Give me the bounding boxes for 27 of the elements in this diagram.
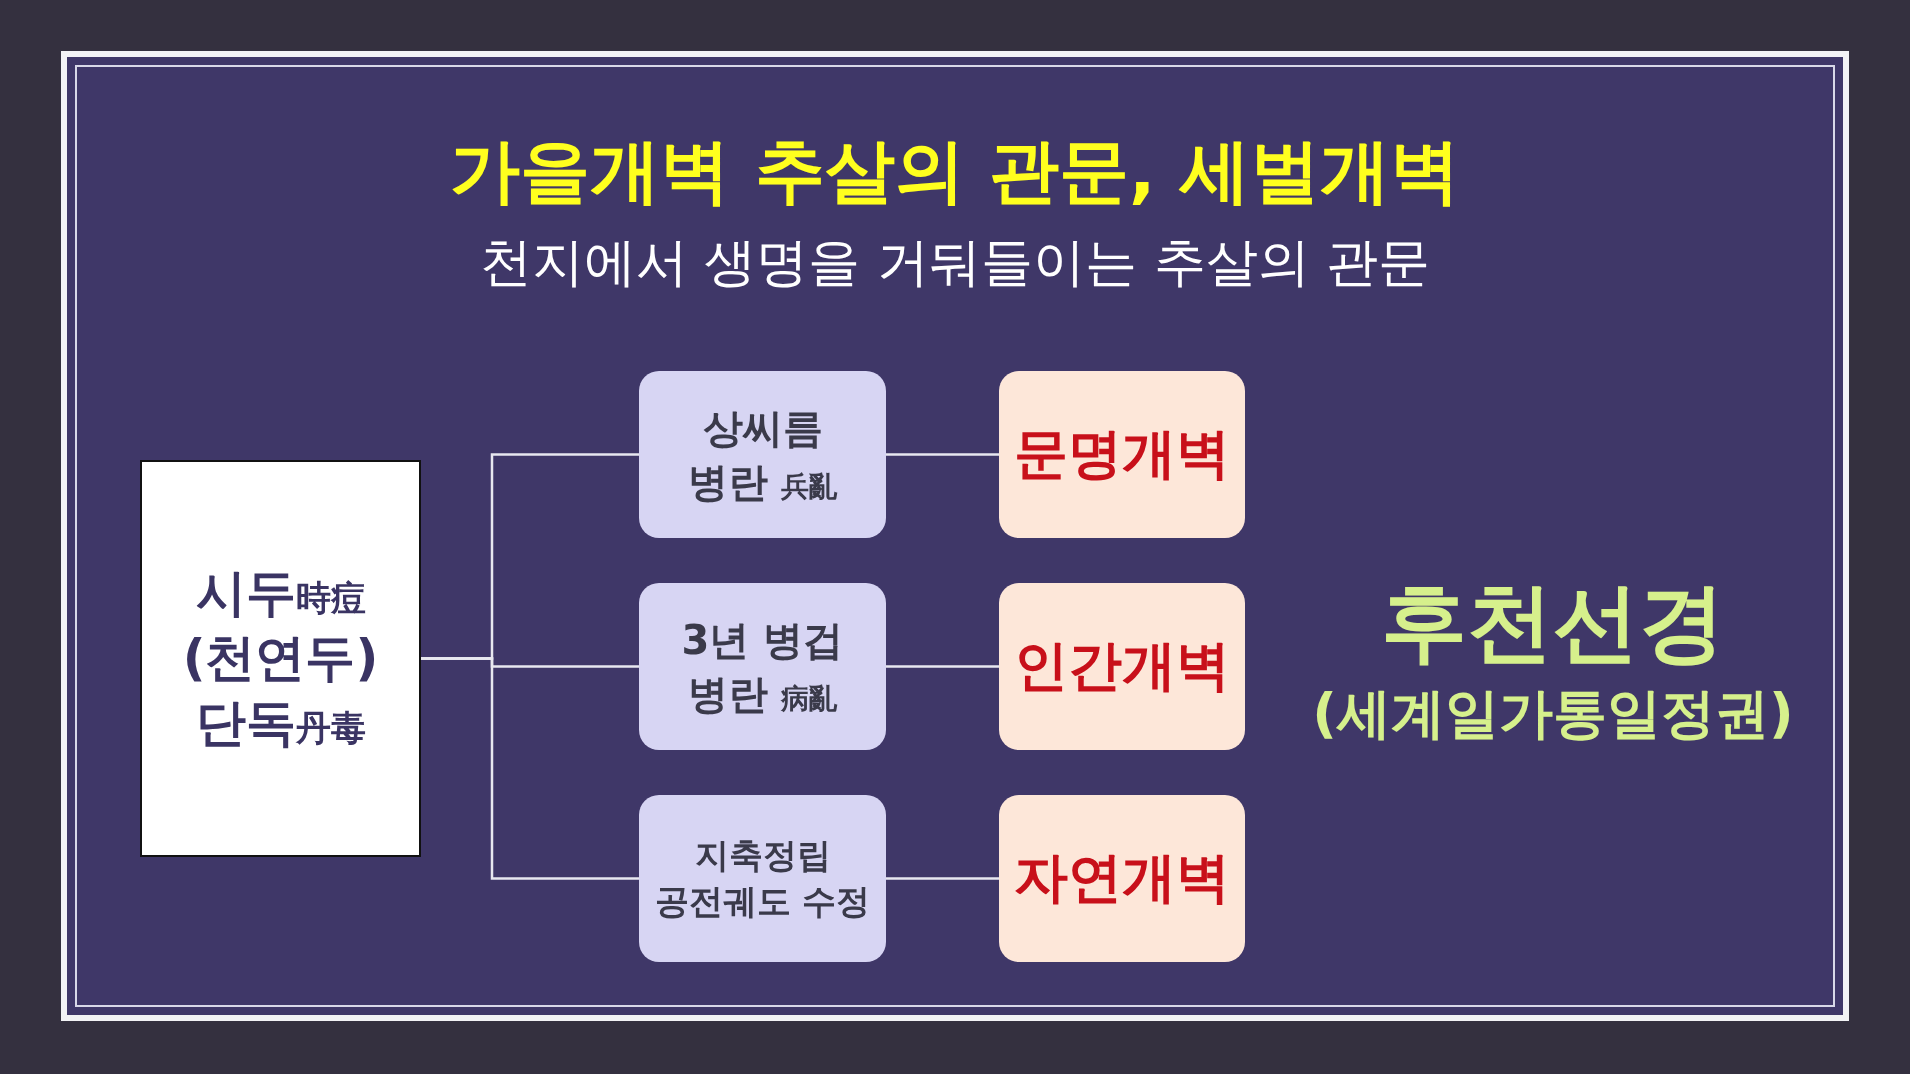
result-subheading: (세계일가통일정권) [1311, 681, 1795, 747]
node-text: 시두時痘 [195, 563, 366, 624]
result-box [999, 371, 1245, 538]
node-text: 지축정립 [694, 833, 831, 877]
node-text: 병란 病亂 [687, 669, 838, 719]
connector-line [886, 665, 999, 668]
node-text: 3년 병겁 [681, 615, 844, 665]
result-box [999, 583, 1245, 750]
node-text: 문명개벽 [1014, 421, 1230, 487]
connector-line [421, 657, 639, 880]
node-text: 상씨름 [702, 403, 823, 453]
connector-line [886, 453, 999, 456]
node-text: (천연두) [182, 628, 379, 689]
result-box [999, 795, 1245, 962]
node-text: 인간개벽 [1014, 633, 1230, 699]
source-box [140, 460, 421, 857]
connector-line [886, 877, 999, 880]
node-text: 공전궤도 수정 [654, 879, 871, 923]
cause-box [639, 371, 886, 538]
node-text: 자연개벽 [1014, 845, 1230, 911]
node-text: 단독丹毒 [195, 693, 366, 754]
subtitle: 천지에서 생명을 거둬들이는 추살의 관문 [478, 231, 1432, 294]
result-heading: 후천선경 [1380, 571, 1726, 674]
node-text: 병란 兵亂 [687, 457, 838, 507]
cause-box [639, 795, 886, 962]
diagram-title: 가을개벽 추살의 관문, 세벌개벽 [449, 129, 1461, 214]
cause-box [639, 583, 886, 750]
